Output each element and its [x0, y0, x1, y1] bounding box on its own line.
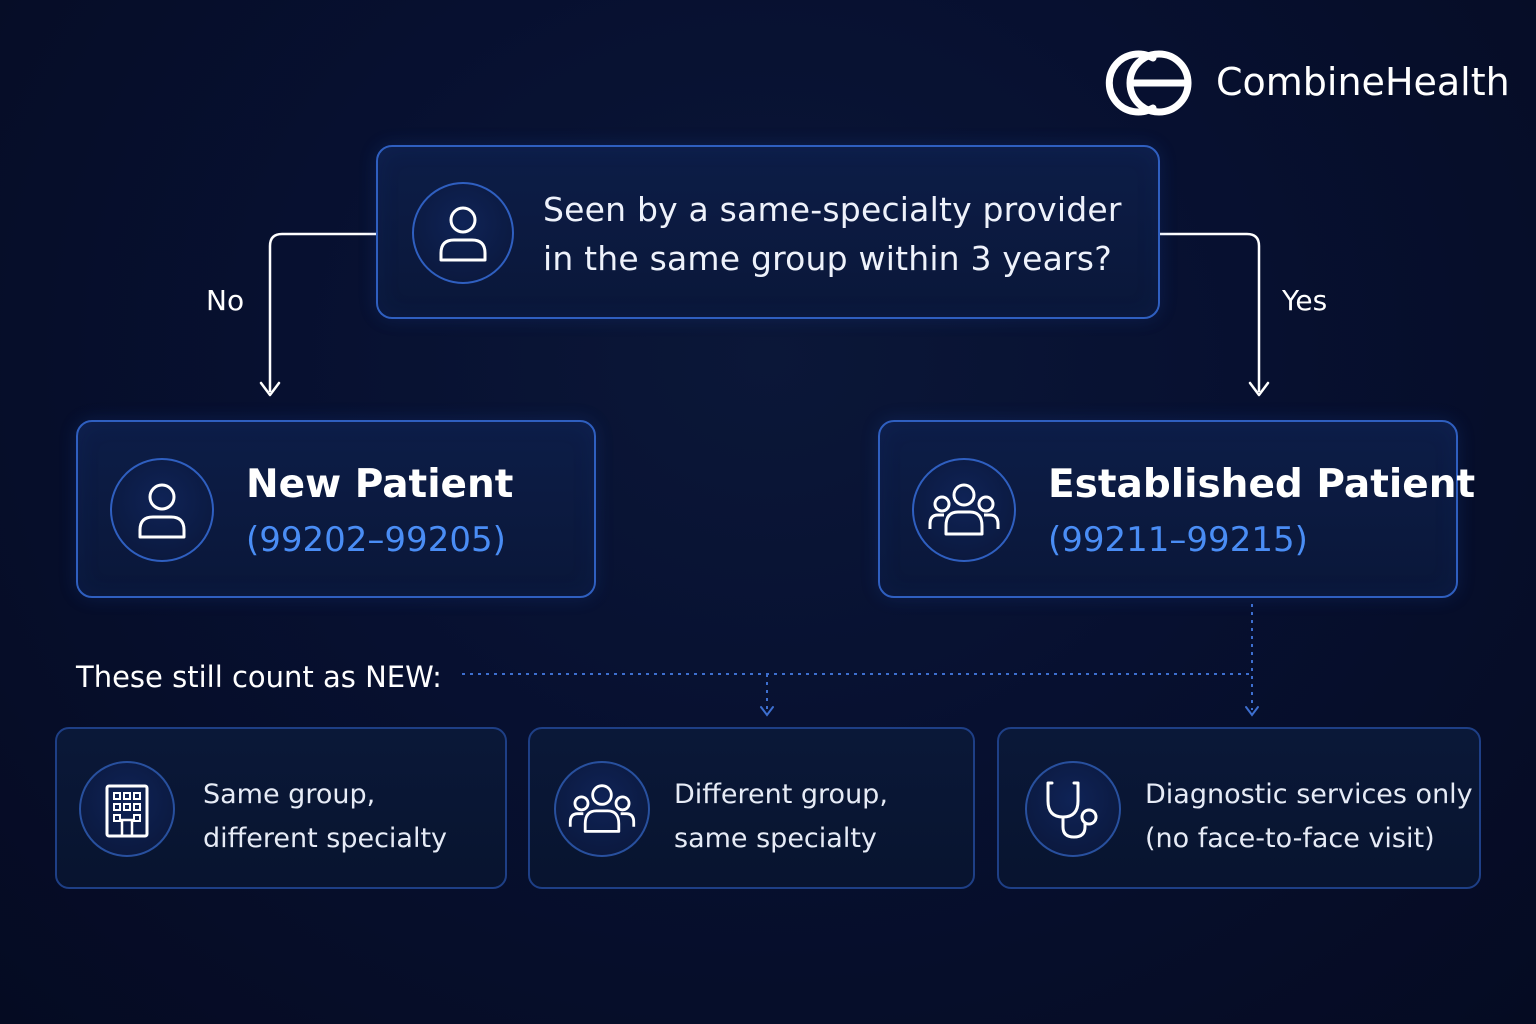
no-branch-label: No	[206, 284, 245, 317]
question-text: Seen by a same-specialty provider in the…	[543, 185, 1143, 283]
yes-branch-label: Yes	[1282, 284, 1328, 317]
building-icon	[105, 784, 149, 838]
combinehealth-logo-icon	[1105, 50, 1192, 116]
dotted-arrowhead-right	[1245, 706, 1259, 717]
exception-line-2: (no face-to-face visit)	[1145, 823, 1435, 854]
person-icon	[138, 483, 186, 539]
exception-line-2: same specialty	[674, 823, 877, 854]
new-patient-title: New Patient	[246, 462, 514, 507]
stethoscope-icon	[1046, 781, 1098, 839]
established-patient-code: (99211–99215)	[1048, 520, 1308, 560]
question-icon-circle	[412, 182, 514, 284]
building-icon-circle	[79, 761, 175, 857]
question-box: Seen by a same-specialty provider in the…	[376, 145, 1160, 319]
dotted-arrowhead-middle	[760, 706, 774, 717]
established-patient-title: Established Patient	[1048, 462, 1476, 507]
exception-text: Diagnostic services only (no face-to-fac…	[1145, 773, 1473, 861]
new-patient-icon-circle	[110, 458, 214, 562]
group-icon-circle	[554, 761, 650, 857]
new-patient-box: New Patient (99202–99205)	[76, 420, 596, 598]
question-line-2: in the same group within 3 years?	[543, 239, 1112, 278]
exception-line-1: Diagnostic services only	[1145, 779, 1473, 810]
question-line-1: Seen by a same-specialty provider	[543, 190, 1122, 229]
exceptions-heading: These still count as NEW:	[76, 660, 442, 694]
established-patient-box: Established Patient (99211–99215)	[878, 420, 1475, 598]
exception-text: Different group, same specialty	[674, 773, 888, 861]
stethoscope-icon-circle	[1025, 761, 1121, 857]
brand-name: CombineHealth	[1216, 60, 1510, 104]
person-icon	[439, 206, 487, 262]
exception-card-different-group: Different group, same specialty	[528, 727, 975, 889]
new-patient-code: (99202–99205)	[246, 520, 506, 560]
group-icon	[928, 483, 1000, 536]
exception-card-diagnostic: Diagnostic services only (no face-to-fac…	[997, 727, 1481, 889]
no-branch-connector	[268, 232, 376, 392]
no-branch-arrowhead	[259, 381, 281, 397]
exception-line-2: different specialty	[203, 823, 448, 854]
exception-line-1: Different group,	[674, 779, 888, 810]
yes-branch-arrowhead	[1248, 381, 1270, 397]
exception-text: Same group, different specialty	[203, 773, 447, 861]
brand-logo: CombineHealth	[1098, 50, 1510, 116]
group-icon	[568, 784, 636, 833]
established-patient-icon-circle	[912, 458, 1016, 562]
exception-line-1: Same group,	[203, 779, 376, 810]
yes-branch-connector	[1160, 232, 1261, 392]
exception-card-same-group: Same group, different specialty	[55, 727, 507, 889]
